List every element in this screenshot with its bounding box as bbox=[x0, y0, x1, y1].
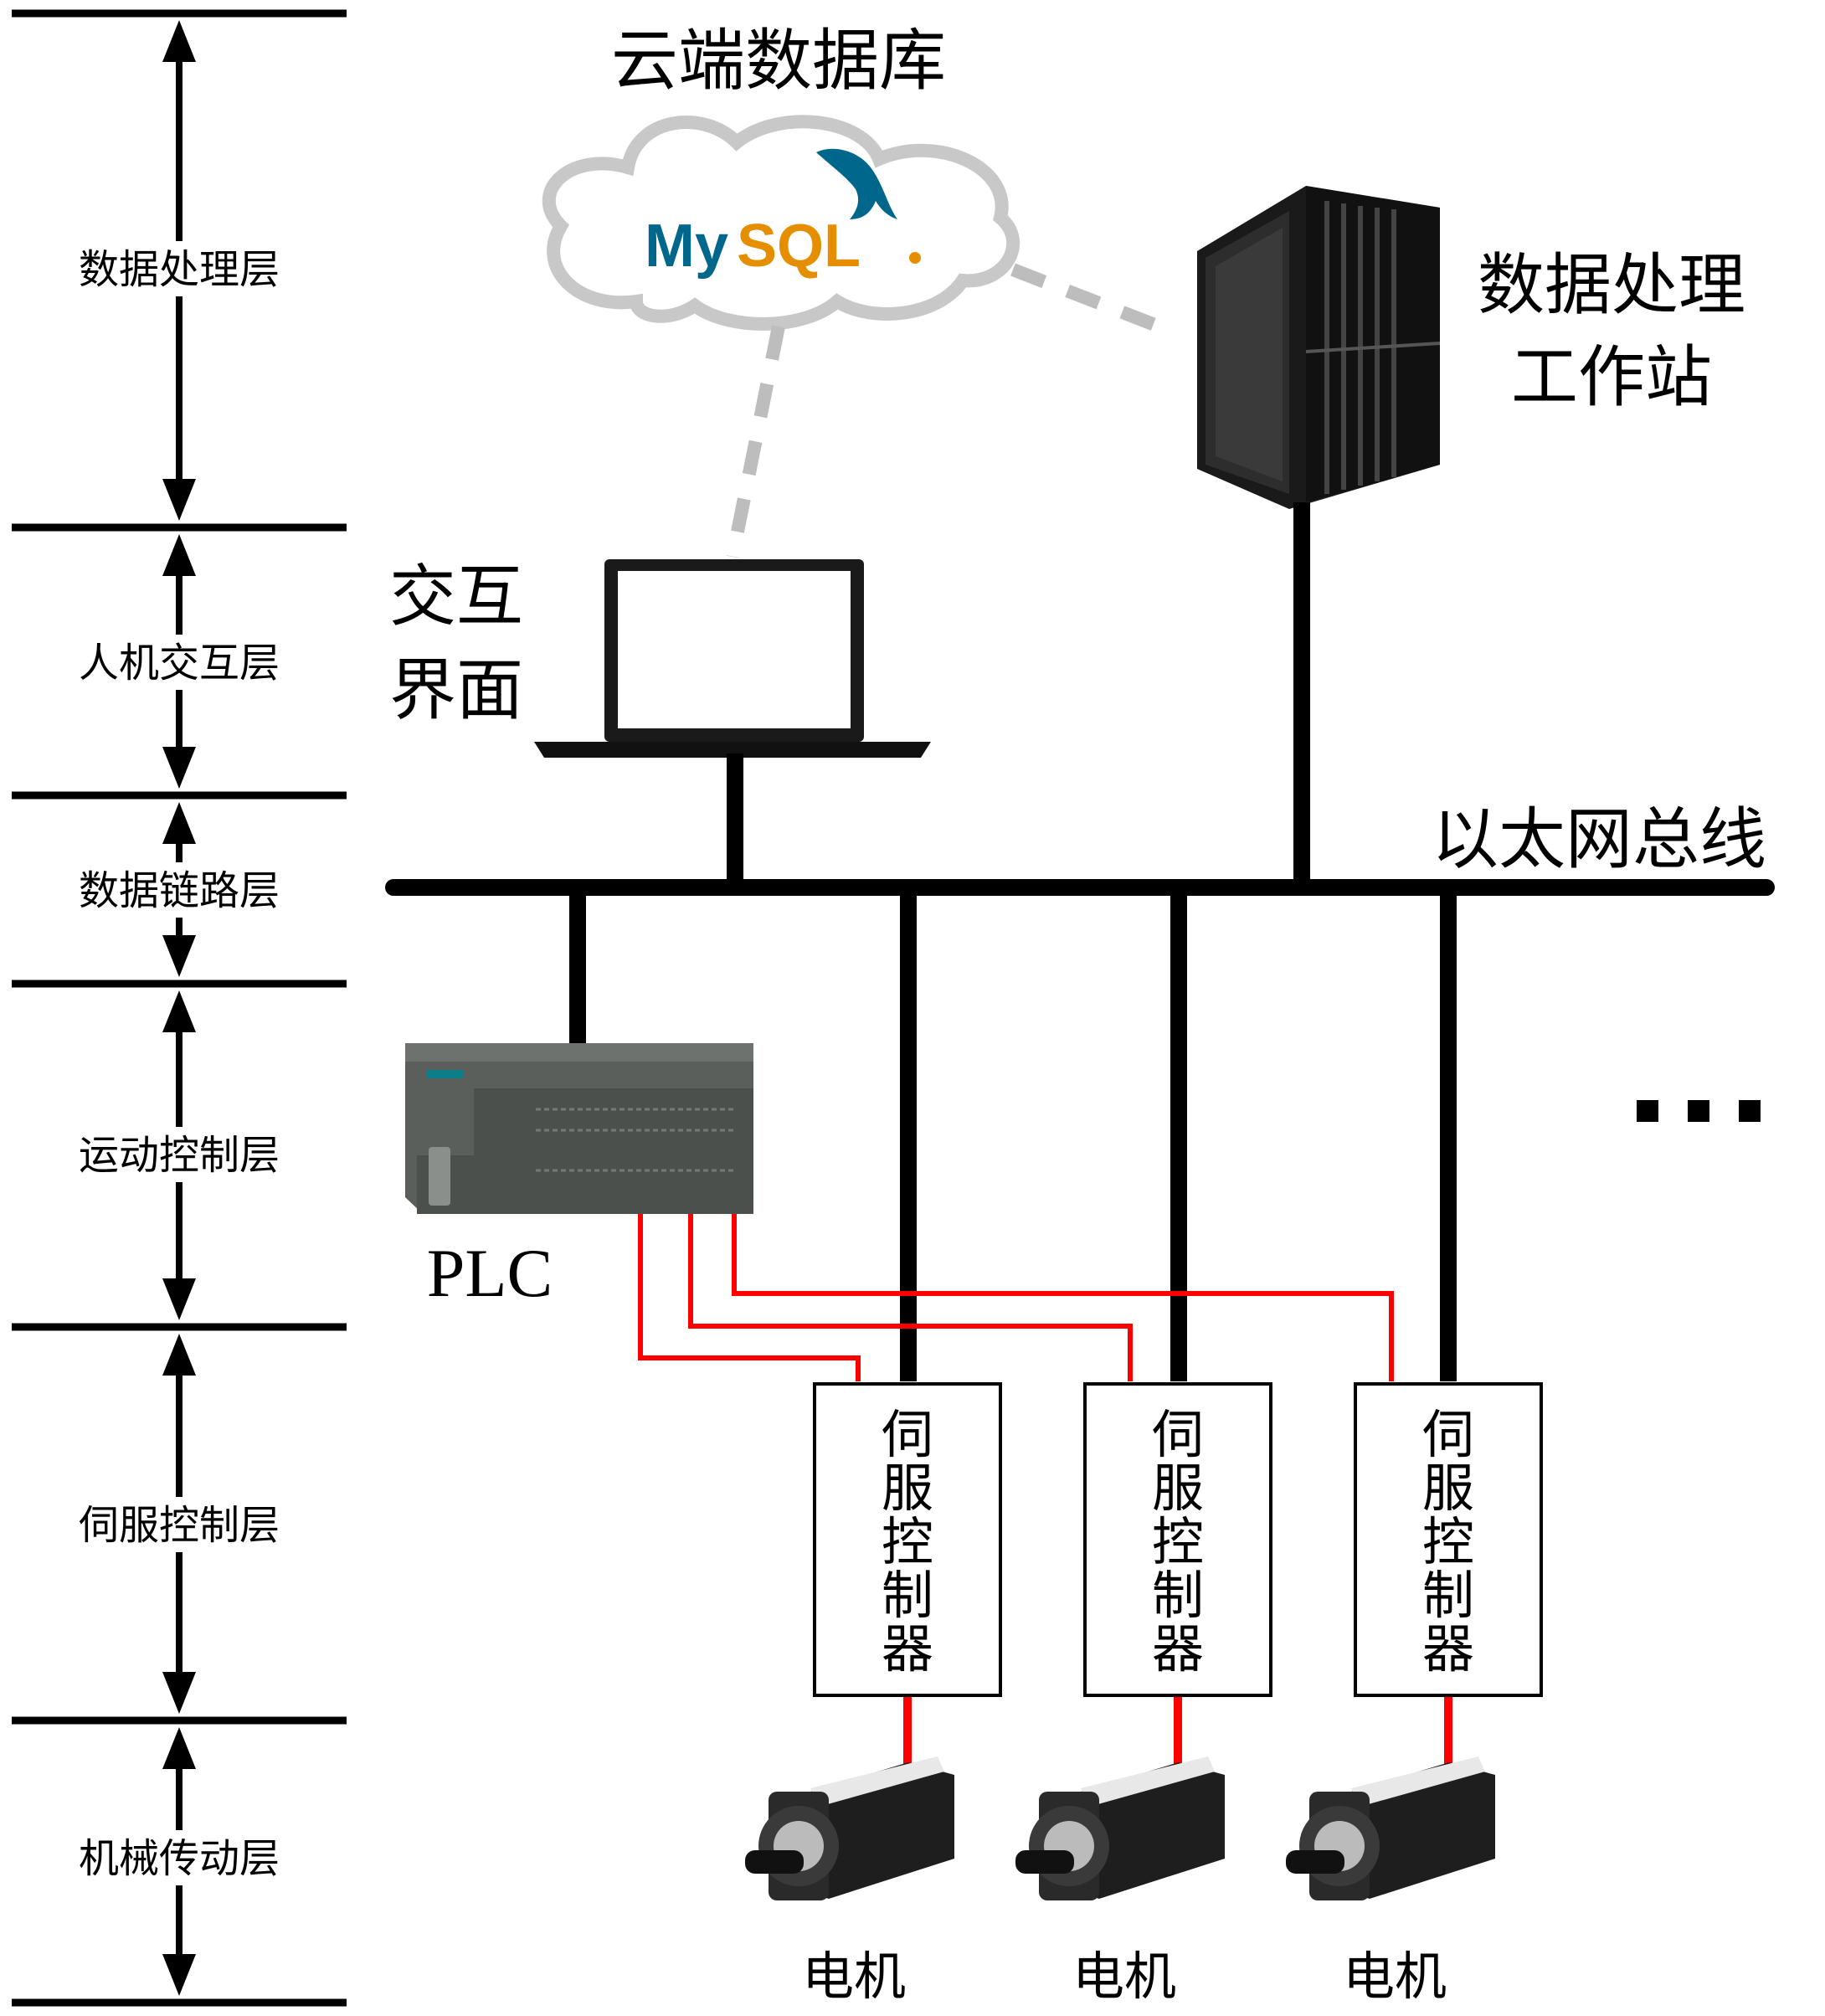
laptop-icon bbox=[534, 559, 931, 758]
servo-char: 制 bbox=[1152, 1565, 1204, 1626]
servo-char: 控 bbox=[882, 1511, 933, 1572]
motor-label-3: 电机 bbox=[1343, 1946, 1447, 2007]
workstation-label-line1: 数据处理 bbox=[1478, 246, 1745, 324]
cloud-laptop-link bbox=[726, 325, 785, 558]
layer-label-hmi: 人机交互层 bbox=[79, 640, 280, 687]
cloud-title: 云端数据库 bbox=[611, 22, 946, 100]
motor-icon-2 bbox=[1015, 1756, 1225, 1900]
layer-label-data-link: 数据链路层 bbox=[79, 867, 280, 914]
servo-char: 服 bbox=[1422, 1458, 1474, 1519]
motor-icon-3 bbox=[1286, 1756, 1495, 1900]
layer-label-motion-control: 运动控制层 bbox=[79, 1132, 280, 1179]
servo-controller-1: 伺 服 控 制 器 bbox=[813, 1382, 1002, 1697]
workstation-label-line2: 工作站 bbox=[1511, 338, 1712, 416]
servo-char: 制 bbox=[882, 1565, 933, 1626]
motor-label-2: 电机 bbox=[1072, 1946, 1176, 2007]
servo-char: 伺 bbox=[882, 1404, 933, 1465]
servo-char: 器 bbox=[882, 1618, 933, 1679]
layer-scale: 数据处理层 人机交互层 数据链路层 运动控制层 伺服控制层 机械传动层 bbox=[12, 9, 347, 2007]
plc-label: PLC bbox=[427, 1235, 553, 1311]
servo-controller-3: 伺 服 控 制 器 bbox=[1354, 1382, 1543, 1697]
dolphin-icon bbox=[816, 148, 897, 219]
svg-text:My: My bbox=[645, 213, 728, 280]
mysql-logo: My SQL bbox=[645, 148, 921, 280]
servo-char: 服 bbox=[1152, 1458, 1204, 1519]
servo-char: 伺 bbox=[1422, 1404, 1474, 1465]
plc-signal-lines bbox=[638, 1214, 1394, 1381]
servo-char: 器 bbox=[1152, 1618, 1204, 1679]
plc-icon bbox=[405, 1043, 753, 1214]
motor-label-1: 电机 bbox=[802, 1946, 906, 2007]
cloud-workstation-link bbox=[1010, 263, 1179, 340]
servo-char: 伺 bbox=[1152, 1404, 1204, 1465]
servo-char: 制 bbox=[1422, 1565, 1474, 1626]
layer-label-servo-control: 伺服控制层 bbox=[79, 1502, 280, 1549]
ellipsis bbox=[1637, 1100, 1761, 1122]
servo-char: 控 bbox=[1152, 1511, 1204, 1572]
hmi-label-line2: 界面 bbox=[389, 651, 523, 729]
servo-char: 控 bbox=[1422, 1511, 1474, 1572]
servo-controller-2: 伺 服 控 制 器 bbox=[1083, 1382, 1272, 1697]
servo-char: 器 bbox=[1422, 1618, 1474, 1679]
servo-char: 服 bbox=[882, 1458, 933, 1519]
svg-text:SQL: SQL bbox=[737, 213, 861, 280]
hmi-label-line1: 交互 bbox=[389, 558, 523, 635]
motor-icon-1 bbox=[745, 1756, 954, 1900]
servo-motor-lines bbox=[903, 1697, 1452, 1768]
layer-label-mechanical: 机械传动层 bbox=[79, 1835, 280, 1882]
layer-label-data-processing: 数据处理层 bbox=[79, 246, 280, 293]
workstation-icon bbox=[1197, 186, 1441, 509]
bus-label: 以太网总线 bbox=[1432, 800, 1766, 878]
cloud-icon: My SQL bbox=[542, 115, 1020, 331]
